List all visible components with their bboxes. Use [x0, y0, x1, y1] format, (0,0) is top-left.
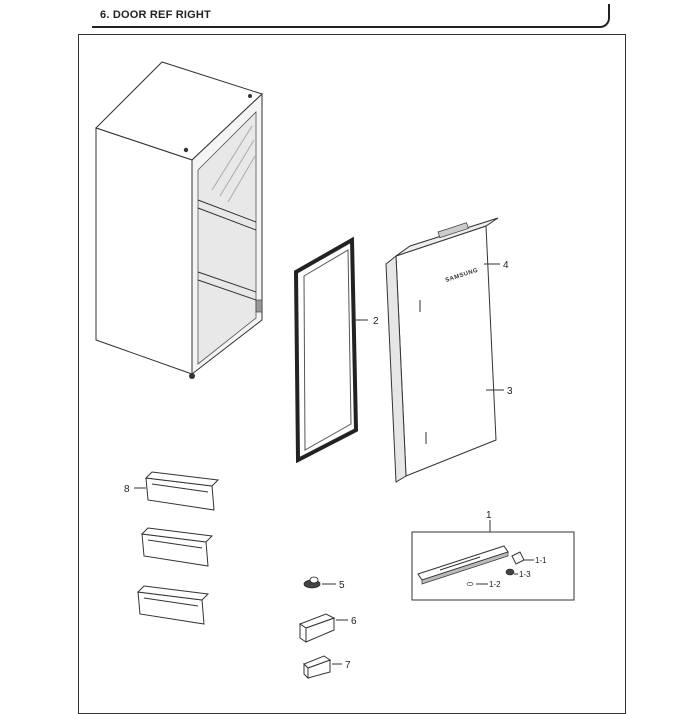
- callout-1-1: 1-1: [535, 556, 547, 565]
- door-block: [298, 613, 348, 643]
- callout-1: 1: [486, 510, 492, 521]
- section-title: 6. DOOR REF RIGHT: [100, 9, 211, 21]
- callout-3: 3: [507, 386, 513, 397]
- callout-8: 8: [124, 484, 130, 495]
- callout-7: 7: [345, 660, 351, 671]
- door-guard-3: [136, 585, 210, 625]
- section-header: 6. DOOR REF RIGHT: [92, 4, 610, 28]
- door-guard-1: [144, 471, 220, 511]
- callout-1-3: 1-3: [519, 570, 531, 579]
- door-small-block: [303, 655, 342, 680]
- door-assembly: [385, 217, 504, 483]
- callout-5: 5: [339, 580, 345, 591]
- callout-1-2: 1-2: [489, 580, 501, 589]
- callout-2: 2: [373, 316, 379, 327]
- door-gasket: [293, 236, 368, 464]
- callout-4: 4: [503, 260, 509, 271]
- hinge-assembly-box: [411, 520, 575, 601]
- door-stopper: [303, 576, 336, 589]
- callout-6: 6: [351, 616, 357, 627]
- refrigerator-cabinet: [95, 61, 263, 379]
- door-guard-2: [140, 527, 214, 567]
- door-guard-bins: [134, 471, 220, 625]
